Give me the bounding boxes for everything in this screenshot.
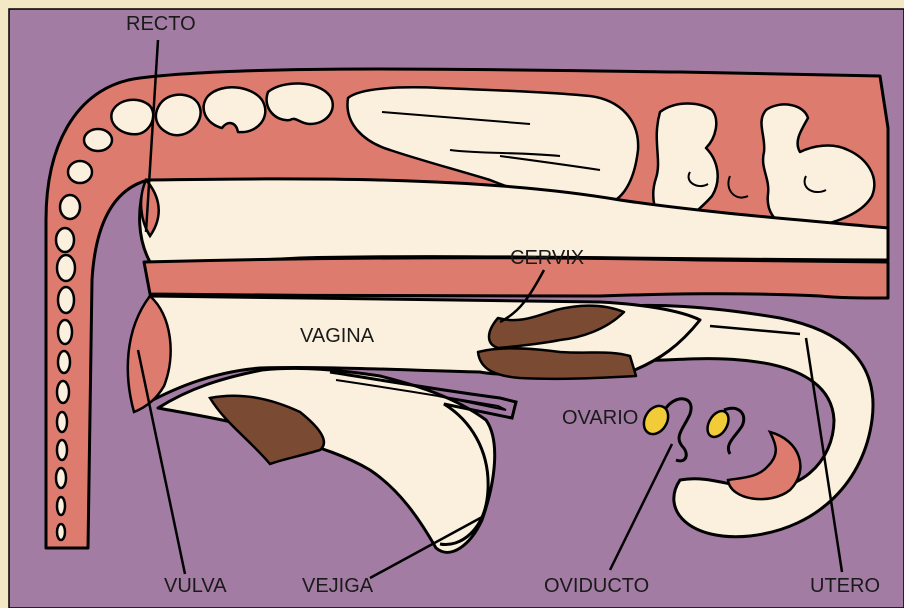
label-recto: RECTO: [126, 13, 196, 35]
label-vejiga: VEJIGA: [302, 575, 374, 597]
label-utero: UTERO: [810, 575, 880, 597]
label-vagina: VAGINA: [300, 325, 375, 347]
cervix-lower: [478, 348, 636, 379]
label-cervix: CERVIX: [510, 247, 584, 269]
label-vulva: VULVA: [164, 575, 227, 597]
label-oviducto: OVIDUCTO: [544, 575, 649, 597]
label-ovario: OVARIO: [562, 407, 638, 429]
